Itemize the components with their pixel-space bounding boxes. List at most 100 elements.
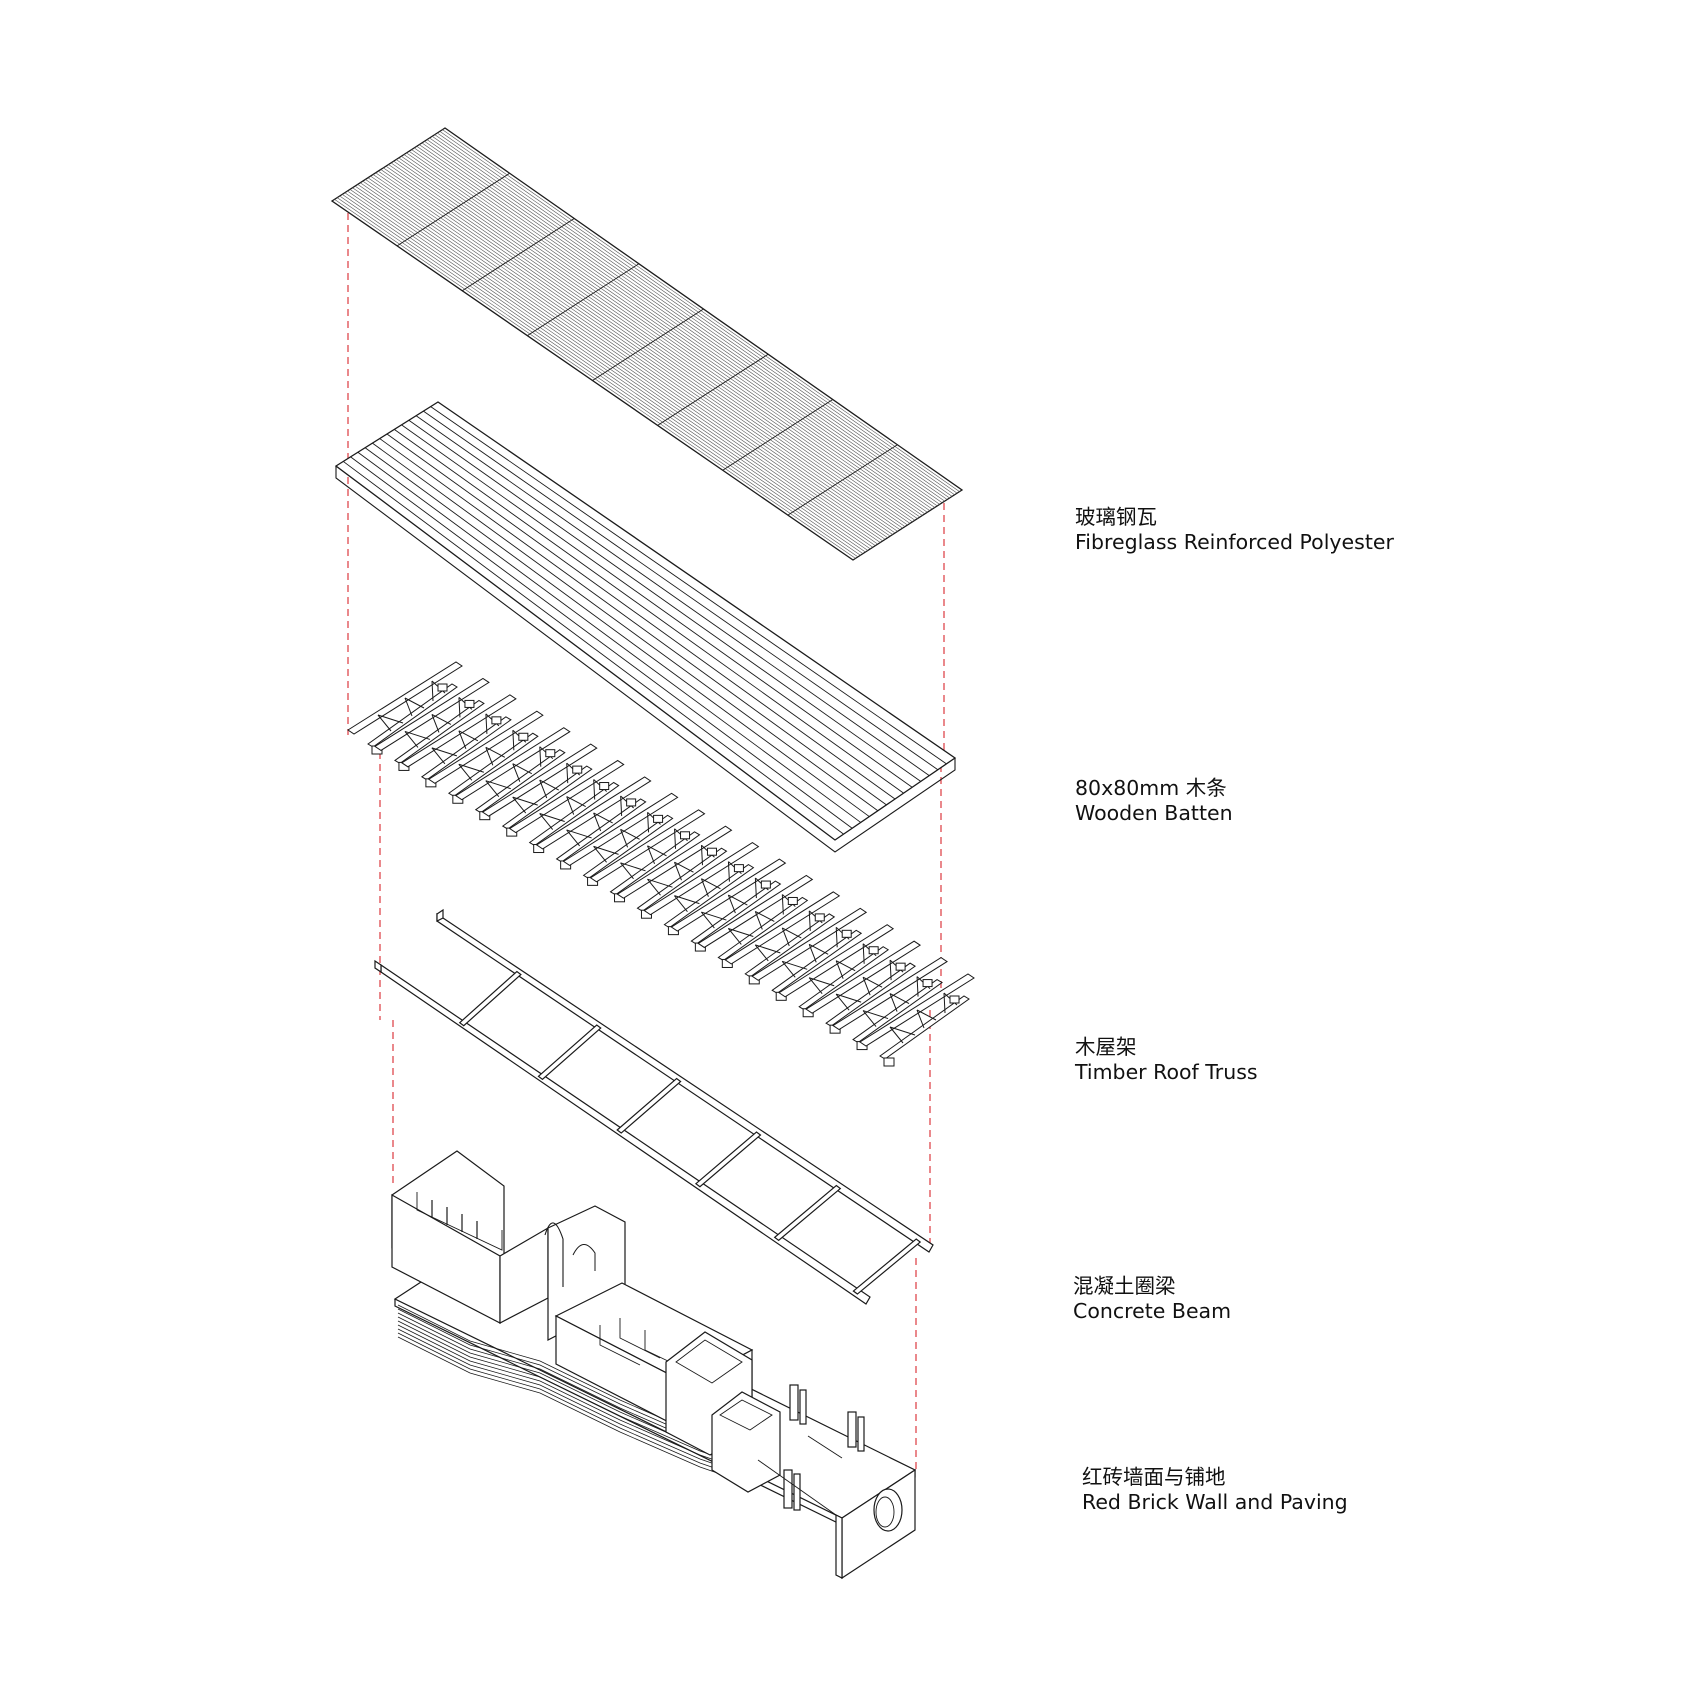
batten-line	[372, 442, 879, 812]
truss-web	[512, 796, 538, 806]
label-batten-en: Wooden Batten	[1075, 801, 1233, 825]
truss-bottom-chord	[394, 699, 485, 765]
box1-inner	[675, 1339, 743, 1384]
batten-line	[401, 424, 913, 788]
truss-foot-block	[653, 814, 664, 823]
truss-foot-block	[895, 962, 906, 971]
truss-web	[808, 910, 811, 931]
truss-bottom-chord	[852, 978, 943, 1044]
truss-web	[458, 763, 484, 773]
truss-web	[647, 845, 667, 857]
batten-line	[343, 461, 844, 835]
truss-web	[647, 878, 673, 888]
truss-bottom-chord	[744, 913, 836, 978]
post	[793, 1473, 801, 1511]
truss-web	[728, 927, 754, 937]
round-window-inner	[875, 1496, 895, 1528]
truss-web	[458, 697, 461, 718]
truss-foot-block	[464, 699, 475, 708]
left-block-cell	[416, 1192, 503, 1251]
truss-web	[674, 895, 700, 905]
roof-truss	[347, 661, 463, 755]
frp-seam-line	[462, 218, 575, 292]
truss-web	[593, 812, 613, 824]
truss-web	[647, 845, 655, 864]
frp-seam-line	[527, 263, 640, 337]
truss-bottom-chord	[798, 946, 890, 1011]
truss-web	[647, 812, 650, 833]
truss-web	[566, 829, 592, 839]
truss-web	[512, 763, 533, 775]
frp-seam-line	[396, 172, 510, 247]
truss-web	[727, 928, 742, 945]
truss-web	[431, 714, 440, 733]
batten-line	[430, 406, 947, 765]
truss-foot-block	[883, 1057, 895, 1067]
truss-web	[512, 796, 527, 814]
brick-course	[397, 1324, 759, 1476]
label-truss-en: Timber Roof Truss	[1075, 1060, 1258, 1084]
label-frp-en: Fibreglass Reinforced Polyester	[1075, 530, 1394, 554]
truss-web	[674, 828, 677, 849]
label-beam-en: Concrete Beam	[1073, 1299, 1232, 1323]
truss-web	[755, 944, 781, 954]
truss-bottom-chord	[528, 781, 620, 847]
truss-bottom-chord	[609, 831, 701, 896]
truss-web	[620, 829, 629, 848]
truss-bottom-chord	[771, 929, 863, 994]
roof-truss	[805, 940, 922, 1034]
truss-web	[862, 976, 883, 988]
truss-web	[485, 780, 500, 797]
beam-end-back	[436, 908, 444, 922]
truss-foot-block	[491, 716, 502, 725]
truss-web	[835, 927, 838, 948]
truss-web	[754, 911, 763, 930]
truss-web	[781, 927, 790, 947]
truss-bottom-chord	[690, 880, 782, 945]
truss-bottom-chord	[717, 896, 809, 962]
truss-web	[835, 993, 862, 1003]
truss-web	[539, 779, 559, 791]
batten-line	[394, 429, 904, 794]
truss-web	[754, 878, 757, 899]
truss-web	[808, 977, 823, 995]
truss-web	[700, 911, 715, 929]
roof-truss	[374, 677, 490, 771]
label-truss-zh: 木屋架	[1075, 1035, 1137, 1059]
truss-foot-block	[787, 896, 798, 905]
truss-foot-block	[841, 929, 852, 938]
truss-web	[754, 944, 769, 962]
truss-web	[889, 1026, 904, 1044]
label-truss: 木屋架 Timber Roof Truss	[1075, 1035, 1258, 1085]
beam-cross-member	[773, 1184, 842, 1242]
frp-seam-line	[787, 444, 898, 516]
truss-bottom-chord	[555, 798, 647, 863]
truss-top-chord	[400, 694, 517, 768]
truss-foot-block	[760, 880, 771, 889]
truss-web	[755, 911, 775, 922]
batten-line	[408, 419, 921, 782]
truss-web	[431, 747, 446, 765]
roof-truss	[832, 956, 948, 1051]
truss-web	[377, 714, 404, 724]
truss-web	[539, 813, 565, 823]
label-batten-zh: 80x80mm 木条	[1075, 776, 1227, 800]
roof-truss	[643, 842, 760, 936]
truss-web	[458, 730, 467, 750]
truss-foot-block	[733, 864, 744, 873]
roof-truss	[697, 874, 814, 968]
truss-web	[808, 944, 817, 963]
brick-course	[397, 1332, 759, 1484]
label-frp: 玻璃钢瓦 Fibreglass Reinforced Polyester	[1075, 505, 1394, 555]
post	[857, 1416, 865, 1452]
long-block-cells	[599, 1318, 671, 1366]
truss-web	[674, 862, 682, 881]
truss-web	[701, 911, 727, 921]
truss-web	[674, 861, 694, 873]
box2-inner	[719, 1399, 773, 1431]
truss-web	[781, 894, 784, 915]
truss-web	[620, 828, 640, 840]
roof-truss	[616, 825, 733, 919]
batten-line	[386, 433, 896, 800]
truss-web	[620, 862, 646, 872]
